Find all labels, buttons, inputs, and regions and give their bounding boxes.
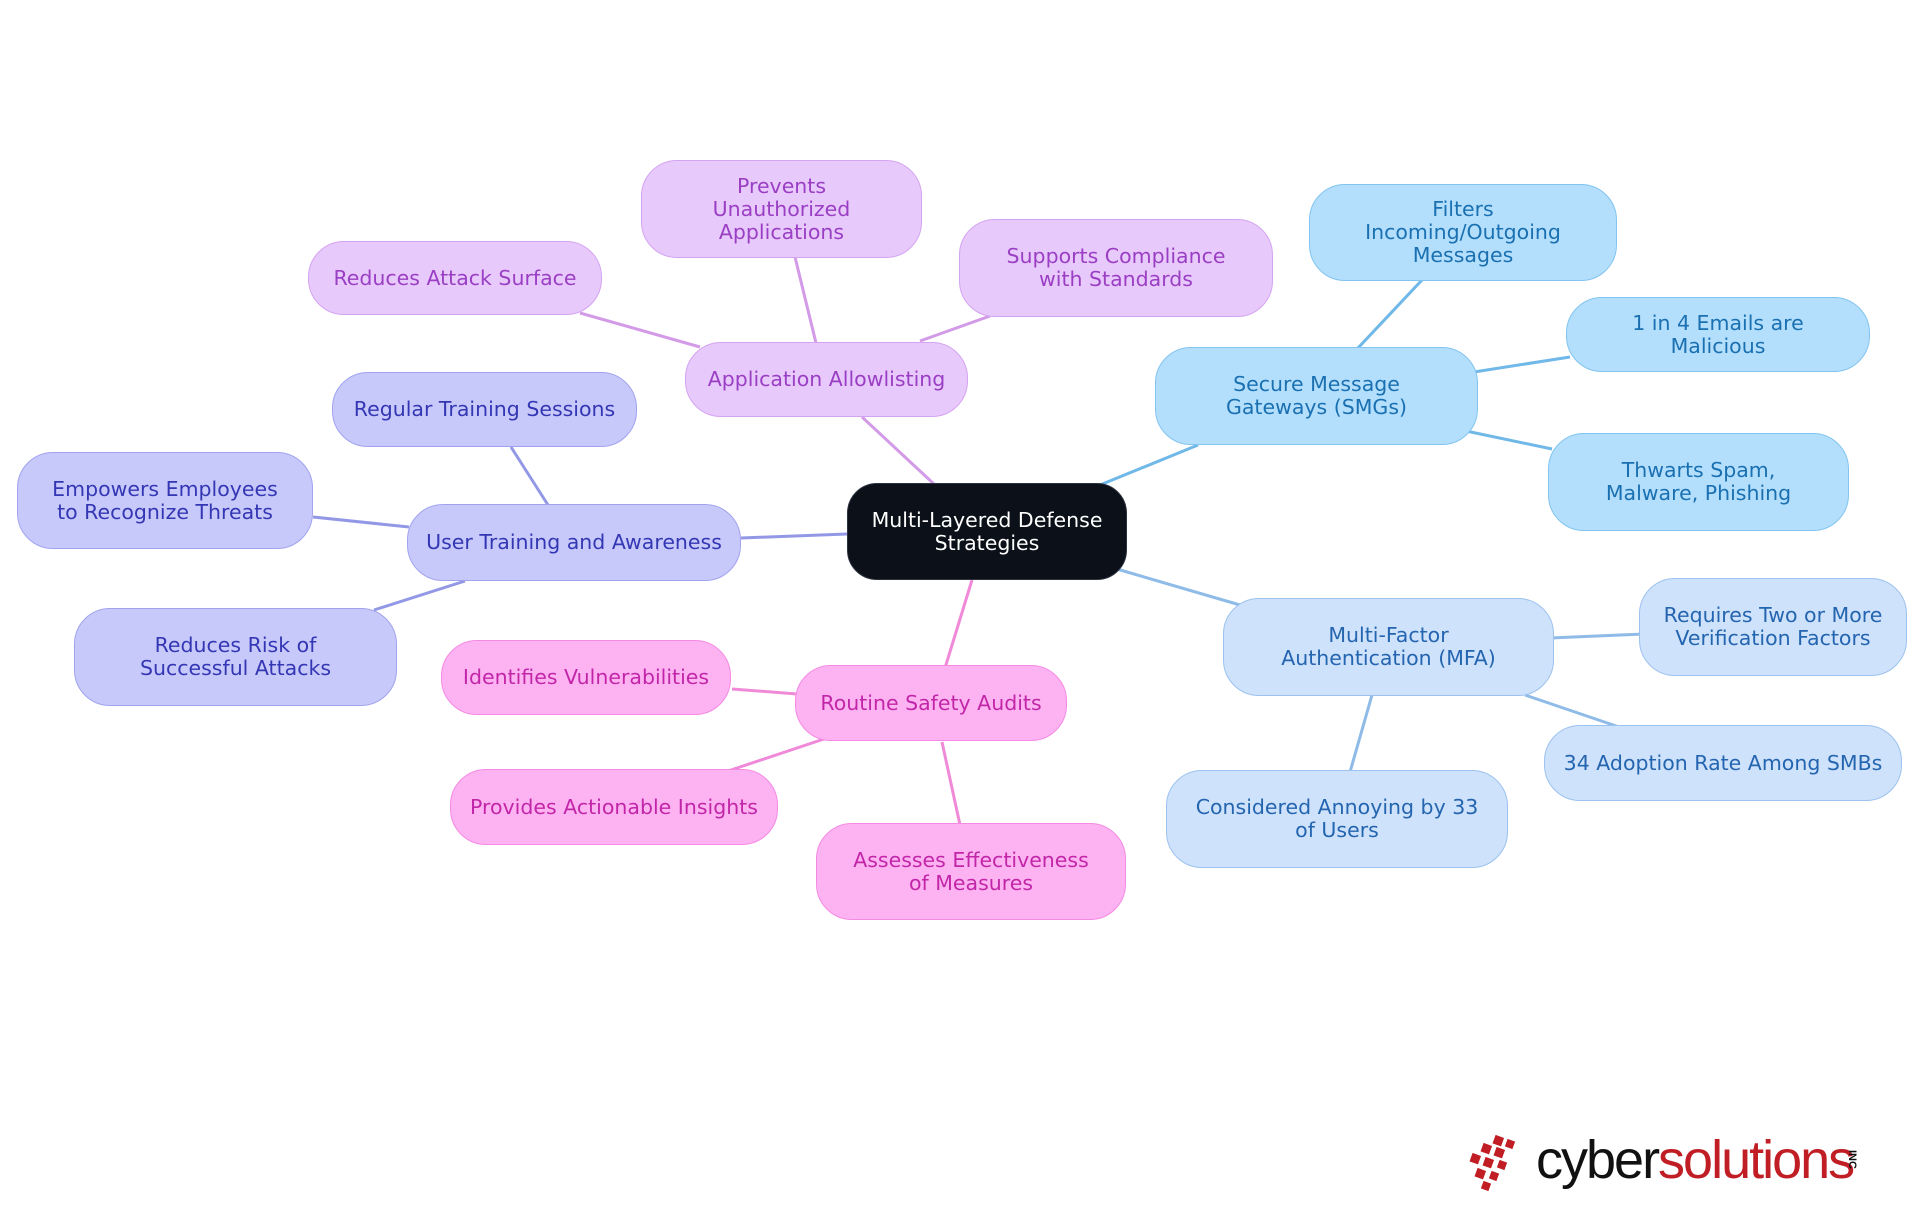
leaf-empowers-employees[interactable]: Empowers Employees to Recognize Threats [17,452,313,549]
edge-allow-supports [919,314,991,343]
edge-root-allowlisting [860,415,937,487]
branch-label: Application Allowlisting [707,367,946,391]
leaf-label: Assesses Effectiveness of Measures [853,847,1089,895]
root-node[interactable]: Multi-Layered Defense Strategies [847,483,1127,580]
leaf-identifies-vulnerabilities[interactable]: Identifies Vulnerabilities [441,640,731,715]
leaf-label: 1 in 4 Emails are Malicious [1632,310,1804,358]
edge-root-audits [943,579,974,669]
branch-label: User Training and Awareness [426,530,722,554]
edge-training-reduces [373,579,466,612]
leaf-label: Empowers Employees to Recognize Threats [52,476,278,524]
edge-smg-thwarts [1465,429,1553,451]
leaf-label: Prevents Unauthorized Applications [712,173,851,244]
edge-allow-reduces [579,311,701,349]
leaf-adoption-rate[interactable]: 34 Adoption Rate Among SMBs [1544,725,1902,801]
leaf-filters-messages[interactable]: Filters Incoming/Outgoing Messages [1309,184,1617,281]
leaf-label: Considered Annoying by 33 of Users [1195,795,1479,842]
leaf-considered-annoying[interactable]: Considered Annoying by 33 of Users [1166,770,1508,868]
edge-root-mfa [1109,565,1241,607]
leaf-regular-training-sessions[interactable]: Regular Training Sessions [332,372,637,447]
edge-training-sessions [509,446,550,506]
leaf-label: Provides Actionable Insights [470,794,758,819]
leaf-label: 34 Adoption Rate Among SMBs [1563,750,1883,775]
leaf-thwarts-spam[interactable]: Thwarts Spam, Malware, Phishing [1548,433,1849,531]
leaf-label: Thwarts Spam, Malware, Phishing [1605,458,1792,505]
leaf-actionable-insights[interactable]: Provides Actionable Insights [450,769,778,845]
leaf-label: Regular Training Sessions [353,397,616,421]
edge-mfa-annoying [1348,694,1374,773]
edge-audits-assesses [940,741,962,826]
leaf-label: Reduces Risk of Successful Attacks [139,633,332,680]
edge-root-training [740,532,848,540]
branch-routine-safety-audits[interactable]: Routine Safety Audits [795,665,1067,741]
edge-audits-identifies [731,687,798,696]
branch-label: Routine Safety Audits [820,690,1042,715]
edge-allow-prevents [793,256,818,344]
leaf-assesses-effectiveness[interactable]: Assesses Effectiveness of Measures [816,823,1126,920]
branch-secure-message-gateways[interactable]: Secure Message Gateways (SMGs) [1155,347,1478,445]
leaf-label: Filters Incoming/Outgoing Messages [1365,197,1561,267]
root-label: Multi-Layered Defense Strategies [871,507,1103,555]
leaf-label: Reduces Attack Surface [333,265,577,290]
logo-wordmark: cybersolutions [1536,1130,1855,1190]
logo-inc: INC [1846,1150,1858,1169]
edge-mfa-requires [1549,632,1645,640]
leaf-reduces-attack-surface[interactable]: Reduces Attack Surface [308,241,602,315]
logo-word-solutions: solutions [1658,1130,1855,1190]
branch-application-allowlisting[interactable]: Application Allowlisting [685,342,968,417]
edge-root-smg [1099,443,1199,487]
leaf-emails-malicious[interactable]: 1 in 4 Emails are Malicious [1566,297,1870,372]
edge-smg-filters [1356,278,1424,350]
leaf-prevents-unauthorized-applications[interactable]: Prevents Unauthorized Applications [641,160,922,258]
edge-audits-insights [727,737,825,773]
branch-label: Secure Message Gateways (SMGs) [1225,372,1408,419]
branch-multi-factor-authentication[interactable]: Multi-Factor Authentication (MFA) [1223,598,1554,696]
logo-word-cyber: cyber [1536,1130,1660,1190]
edge-training-empowers [312,515,410,529]
edge-smg-emails [1473,355,1571,374]
branch-label: Multi-Factor Authentication (MFA) [1281,623,1496,670]
leaf-label: Identifies Vulnerabilities [462,665,710,689]
leaf-label: Requires Two or More Verification Factor… [1663,603,1883,650]
edge-mfa-adoption [1524,693,1623,730]
leaf-label: Supports Compliance with Standards [1006,244,1226,291]
branch-user-training[interactable]: User Training and Awareness [407,504,741,581]
leaf-requires-two-factors[interactable]: Requires Two or More Verification Factor… [1639,578,1907,676]
cybersolutions-logo: cybersolutions INC [1468,1128,1878,1198]
logo-mark-icon [1469,1134,1516,1192]
leaf-supports-compliance[interactable]: Supports Compliance with Standards [959,219,1273,317]
leaf-reduces-risk[interactable]: Reduces Risk of Successful Attacks [74,608,397,706]
